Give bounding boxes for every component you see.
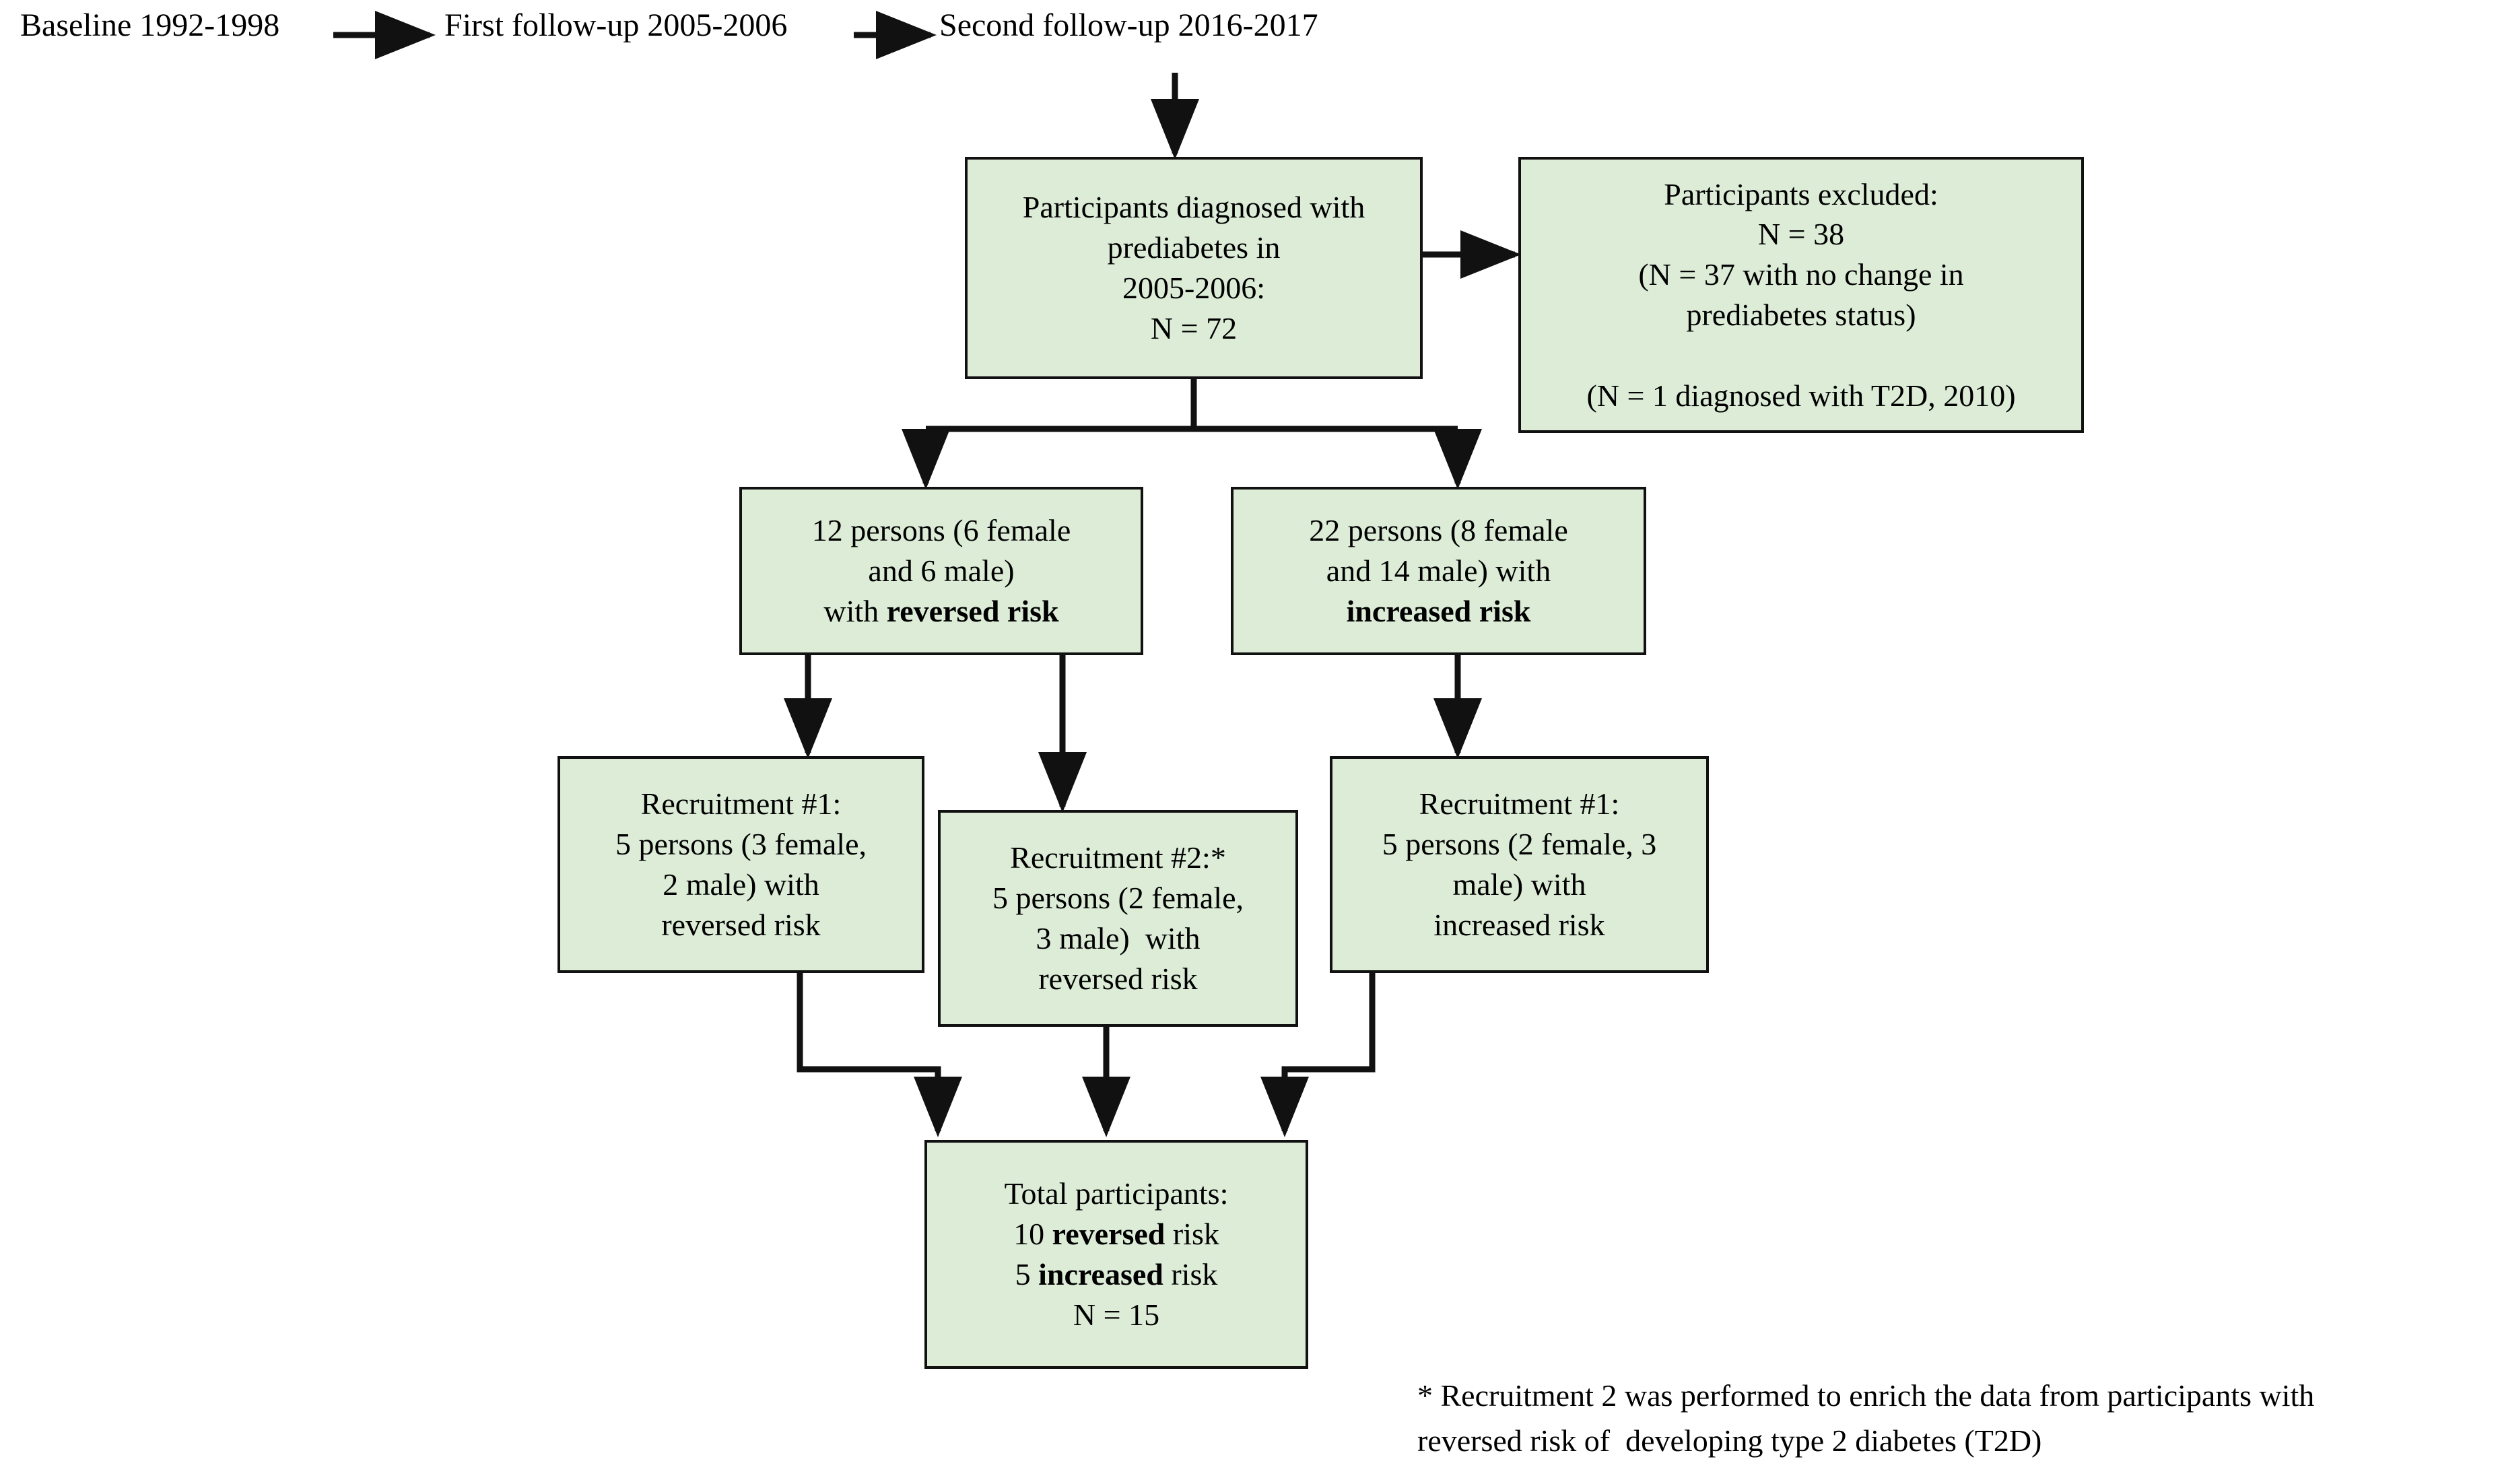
node-line: (N = 37 with no change in — [1638, 257, 1964, 292]
node-line: Participants excluded: — [1664, 176, 1938, 211]
node-increased-group[interactable]: 22 persons (8 female and 14 male) with inc… — [1231, 487, 1646, 655]
footnote: * Recruitment 2 was performed to enrich … — [1417, 1374, 2495, 1463]
node-recruitment-1-increased[interactable]: Recruitment #1: 5 persons (2 female, 3 mal… — [1330, 756, 1709, 973]
node-line: male) with — [1452, 867, 1586, 902]
node-line: and 6 male) — [868, 553, 1015, 588]
node-recruitment-2-reversed-text: Recruitment #2:* 5 persons (2 female, 3 ma… — [941, 838, 1295, 999]
node-line: 3 male) with — [1036, 921, 1201, 955]
node-line: 10 reversed risk — [1013, 1217, 1219, 1252]
node-line: 12 persons (6 female — [811, 513, 1071, 548]
node-total[interactable]: Total participants: 10 reversed risk 5 inc… — [924, 1140, 1308, 1369]
node-line: increased risk — [1433, 907, 1605, 942]
node-recruitment-1-reversed[interactable]: Recruitment #1: 5 persons (3 female, 2 mal… — [558, 756, 924, 973]
node-line: 5 increased risk — [1015, 1257, 1218, 1291]
node-line: Participants diagnosed with — [1022, 190, 1365, 225]
node-line: increased risk — [1346, 593, 1531, 628]
node-line: Recruitment #1: — [640, 786, 842, 821]
node-line: Recruitment #1: — [1419, 786, 1620, 821]
node-line: 2 male) with — [663, 867, 819, 902]
timeline-row: Baseline 1992-1998 First follow-up 2005-… — [0, 7, 1414, 61]
node-line: 5 persons (2 female, 3 — [1382, 827, 1657, 862]
node-recruitment-1-reversed-text: Recruitment #1: 5 persons (3 female, 2 mal… — [560, 784, 922, 945]
timeline-item-baseline: Baseline 1992-1998 — [20, 7, 280, 43]
node-line: N = 38 — [1757, 217, 1845, 252]
node-line: reversed risk of developing type 2 diabe… — [1417, 1423, 2042, 1458]
node-line: * Recruitment 2 was performed to enrich … — [1417, 1378, 2315, 1413]
node-line: with reversed risk — [823, 593, 1059, 628]
node-line — [1528, 335, 2074, 376]
node-line: 22 persons (8 female — [1309, 513, 1568, 548]
node-excluded[interactable]: Participants excluded: N = 38 (N = 37 with… — [1518, 157, 2084, 433]
node-line: reversed risk — [1038, 961, 1198, 996]
timeline-item-second-followup: Second follow-up 2016-2017 — [939, 7, 1318, 43]
node-line: 2005-2006: — [1122, 271, 1266, 305]
node-line: and 14 male) with — [1326, 553, 1551, 588]
node-line: N = 72 — [1150, 310, 1238, 345]
node-line: prediabetes in — [1107, 230, 1281, 265]
node-line: Total participants: — [1004, 1176, 1229, 1211]
node-total-text: Total participants: 10 reversed risk 5 inc… — [927, 1174, 1306, 1335]
node-line: Recruitment #2:* — [1010, 840, 1226, 875]
node-line: (N = 1 diagnosed with T2D, 2010) — [1586, 378, 2016, 413]
node-line: N = 15 — [1073, 1297, 1160, 1332]
connector-recruitment1-to-total — [797, 973, 962, 1137]
node-increased-group-text: 22 persons (8 female and 14 male) with inc… — [1234, 510, 1644, 631]
node-reversed-group[interactable]: 12 persons (6 female and 6 male) with reve… — [739, 487, 1143, 655]
node-line: prediabetes status) — [1686, 298, 1916, 332]
node-reversed-group-text: 12 persons (6 female and 6 male) with reve… — [742, 510, 1141, 631]
node-recruitment-1-increased-text: Recruitment #1: 5 persons (2 female, 3 mal… — [1332, 784, 1706, 945]
node-excluded-text: Participants excluded: N = 38 (N = 37 with… — [1521, 174, 2081, 416]
node-line: 5 persons (2 female, — [992, 881, 1244, 916]
node-line: reversed risk — [661, 907, 821, 942]
node-recruitment-2-reversed[interactable]: Recruitment #2:* 5 persons (2 female, 3 ma… — [938, 810, 1298, 1027]
node-prediabetes-text: Participants diagnosed with prediabetes i… — [968, 187, 1420, 348]
timeline-item-first-followup: First follow-up 2005-2006 — [444, 7, 788, 43]
node-line: 5 persons (3 female, — [615, 827, 867, 862]
node-prediabetes[interactable]: Participants diagnosed with prediabetes i… — [965, 157, 1423, 379]
